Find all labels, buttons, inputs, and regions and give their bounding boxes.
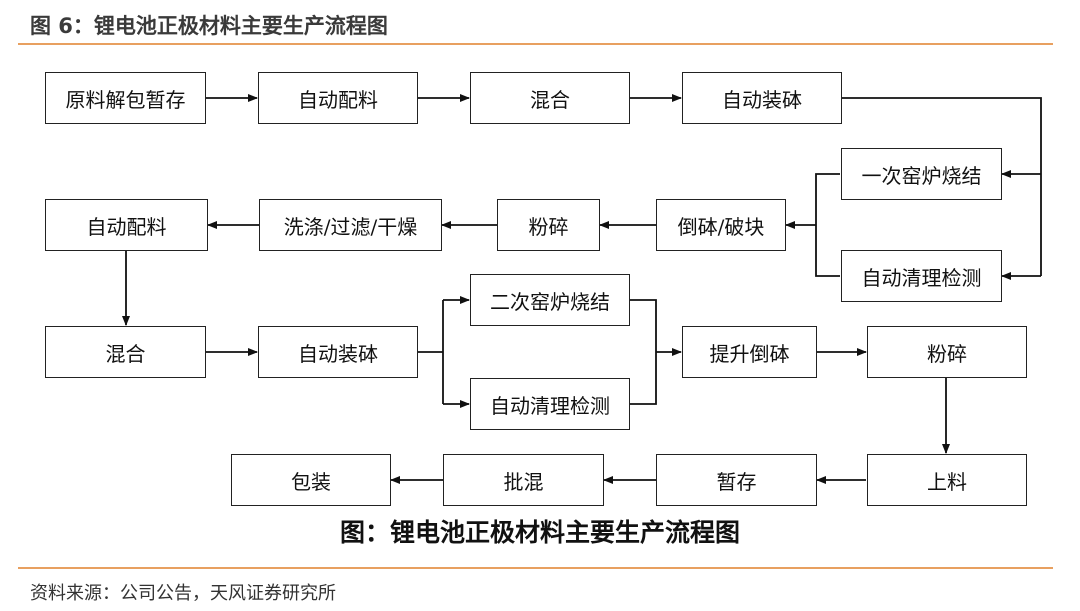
source-note: 资料来源：公司公告，天风证券研究所 — [30, 583, 336, 604]
step-sagger-dumping-crushing: 倒砵/破块 — [656, 199, 786, 251]
step-temporary-storage: 暂存 — [656, 454, 817, 506]
connector-s13-s14-merge — [630, 299, 657, 405]
top-divider — [18, 43, 1053, 45]
step-wash-filter-dry: 洗涤/过滤/干燥 — [259, 199, 442, 251]
step-auto-cleaning-inspection: 自动清理检测 — [841, 250, 1002, 302]
figure-title: 图 6：锂电池正极材料主要生产流程图 — [30, 14, 388, 38]
bottom-divider — [18, 567, 1053, 569]
step-auto-sagger-loading-2: 自动装砵 — [258, 326, 418, 378]
connector-s5-s6-merge — [815, 173, 840, 277]
step-mixing-2: 混合 — [45, 326, 206, 378]
step-packaging: 包装 — [231, 454, 391, 506]
step-raw-material-unpack: 原料解包暂存 — [45, 72, 206, 124]
step-lift-sagger-dumping: 提升倒砵 — [682, 326, 817, 378]
step-pulverizing-2: 粉碎 — [867, 326, 1027, 378]
step-second-kiln-sintering: 二次窑炉烧结 — [470, 274, 630, 326]
step-first-kiln-sintering: 一次窑炉烧结 — [841, 148, 1002, 200]
step-pulverizing: 粉碎 — [497, 199, 600, 251]
diagram-caption: 图：锂电池正极材料主要生产流程图 — [339, 518, 740, 547]
connector-s4-bus — [842, 97, 1042, 276]
step-auto-batching: 自动配料 — [258, 72, 418, 124]
step-mixing: 混合 — [470, 72, 630, 124]
step-auto-sagger-loading: 自动装砵 — [682, 72, 842, 124]
step-auto-batching-2: 自动配料 — [45, 199, 208, 251]
step-auto-cleaning-inspection-2: 自动清理检测 — [470, 378, 630, 430]
step-feeding: 上料 — [867, 454, 1027, 506]
step-batch-blending: 批混 — [443, 454, 604, 506]
